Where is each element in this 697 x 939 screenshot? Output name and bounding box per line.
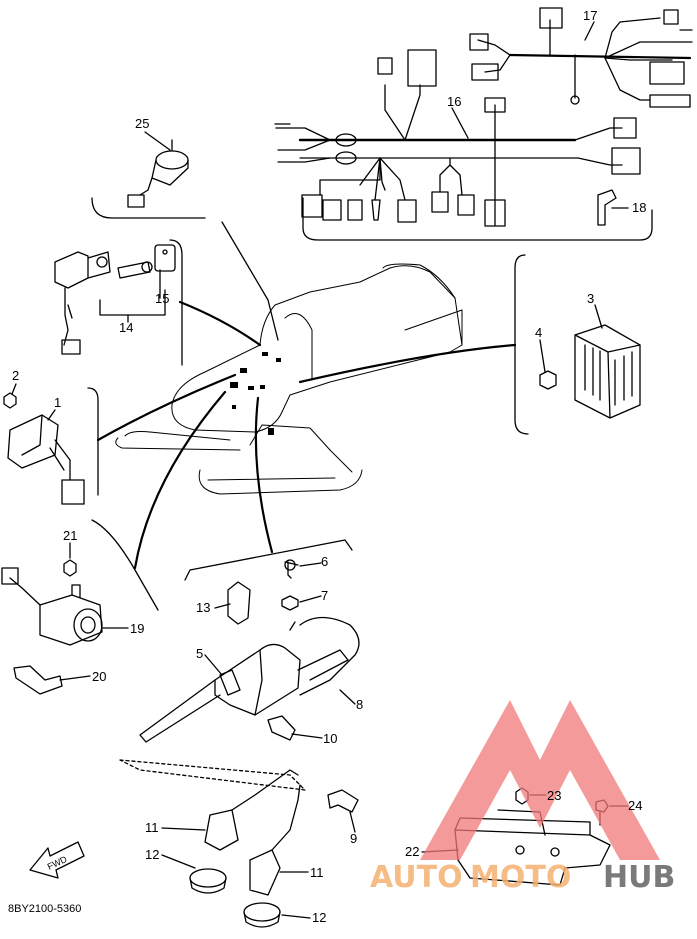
bracket-16 — [302, 197, 653, 241]
part-14-main-switch — [54, 251, 111, 355]
callout-20: 20 — [92, 669, 106, 684]
callout-18: 18 — [632, 200, 646, 215]
part-11-plug-cap-b — [249, 784, 301, 896]
callout-9: 9 — [350, 831, 357, 846]
callout-10: 10 — [323, 731, 337, 746]
callout-25: 25 — [135, 116, 149, 131]
part-8-lead — [289, 616, 360, 696]
part-3-regulator — [574, 324, 641, 419]
part-11-plug-cap-a — [204, 769, 299, 851]
connector-cluster — [230, 352, 281, 435]
watermark-hub: HUB — [603, 860, 675, 895]
bracket-14 — [169, 239, 183, 366]
part-14-key — [117, 261, 153, 279]
inset-frame — [119, 759, 306, 791]
bracket-3 — [514, 254, 529, 435]
callout-4: 4 — [535, 325, 542, 340]
part-13-earth — [227, 581, 251, 625]
callout-5: 5 — [196, 646, 203, 661]
callout-16: 16 — [447, 94, 461, 109]
bracket-lower — [184, 539, 353, 581]
callout-12b: 12 — [312, 910, 326, 925]
snowmobile-outline — [115, 263, 463, 495]
part-17-harness — [469, 7, 693, 108]
callout-23: 23 — [547, 788, 561, 803]
part-15-key-blank — [154, 244, 176, 272]
part-10-clamp — [267, 715, 296, 741]
callout-11b: 11 — [310, 865, 324, 880]
part-6-screw — [284, 559, 299, 579]
part-25-switch — [127, 139, 189, 208]
part-18-fuse — [597, 189, 617, 226]
part-4-nut — [539, 370, 557, 390]
bracket-19 — [91, 519, 159, 611]
fwd-arrow-icon — [29, 841, 85, 879]
part-2-nut — [3, 392, 17, 409]
bracket-25 — [91, 197, 206, 219]
part-1-cdi — [7, 414, 85, 505]
callout-19: 19 — [130, 621, 144, 636]
callout-21: 21 — [63, 528, 77, 543]
part-16-harness — [274, 49, 641, 227]
part-21-nut — [63, 559, 77, 577]
callout-7: 7 — [321, 588, 328, 603]
watermark-auto: AUTO — [370, 860, 463, 895]
callout-12a: 12 — [145, 847, 159, 862]
watermark-moto: MOTO — [470, 860, 571, 895]
bracket-1 — [87, 387, 99, 496]
callout-3: 3 — [587, 291, 594, 306]
part-12-grommet-a — [189, 868, 227, 894]
callout-24: 24 — [628, 798, 642, 813]
callout-8: 8 — [356, 697, 363, 712]
watermark-logo: AUTO MOTO HUB — [370, 700, 675, 895]
callout-11a: 11 — [145, 820, 159, 835]
part-5-coil — [139, 643, 349, 743]
part-7-washer — [281, 595, 299, 611]
part-9-clamp — [327, 789, 359, 813]
callout-13: 13 — [196, 600, 210, 615]
callout-6: 6 — [321, 554, 328, 569]
callout-22: 22 — [405, 844, 419, 859]
part-19-relay — [1, 567, 103, 646]
watermark-triangle — [420, 700, 660, 860]
callout-17: 17 — [583, 8, 597, 23]
part-12-grommet-b — [243, 902, 281, 928]
callout-14: 14 — [119, 320, 133, 335]
callout-labels: 25 17 16 18 15 14 2 1 3 4 21 19 20 6 7 1… — [12, 8, 646, 925]
callout-1: 1 — [54, 395, 61, 410]
callout-2: 2 — [12, 368, 19, 383]
part-code: 8BY2100-5360 — [8, 903, 81, 915]
callout-15: 15 — [155, 291, 169, 306]
part-20-clamp — [13, 665, 63, 695]
